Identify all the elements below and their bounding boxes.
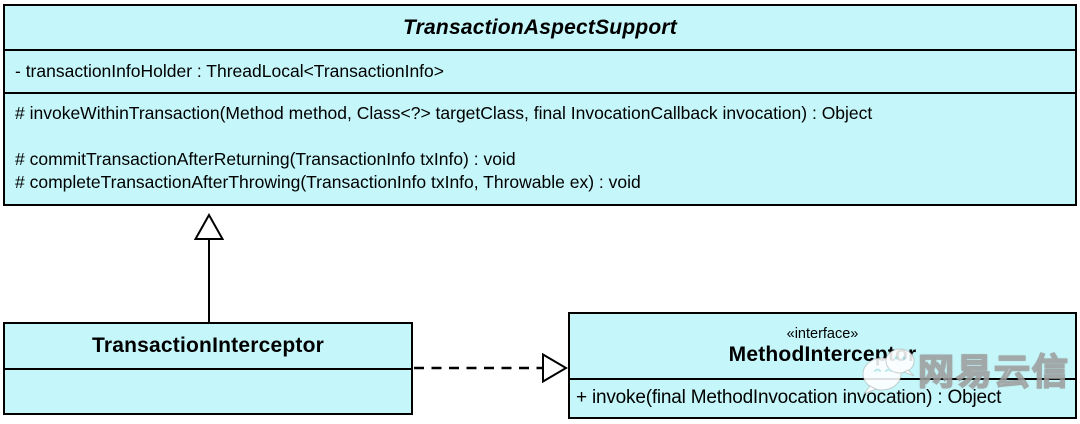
- method-line: # completeTransactionAfterThrowing(Trans…: [15, 172, 641, 192]
- generalization-arrow: [193, 212, 225, 322]
- field-line: - transactionInfoHolder : ThreadLocal<Tr…: [15, 61, 444, 81]
- hollow-triangle-up-icon: [193, 212, 225, 240]
- class-name: TransactionAspectSupport: [403, 15, 677, 39]
- class-box-method-interceptor: «interface» MethodInterceptor + invoke(f…: [568, 312, 1077, 419]
- class-title-compartment: TransactionInterceptor: [5, 324, 411, 368]
- class-title-compartment: «interface» MethodInterceptor: [570, 314, 1075, 378]
- methods-compartment: # invokeWithinTransaction(Method method,…: [5, 92, 1075, 204]
- hollow-triangle-right-icon: [542, 352, 568, 384]
- class-box-transaction-interceptor: TransactionInterceptor: [3, 322, 413, 415]
- fields-compartment: - transactionInfoHolder : ThreadLocal<Tr…: [5, 49, 1075, 92]
- method-line: # commitTransactionAfterReturning(Transa…: [15, 149, 516, 169]
- realization-arrow: [414, 352, 568, 384]
- methods-compartment: + invoke(final MethodInvocation invocati…: [570, 378, 1075, 417]
- class-title-compartment: TransactionAspectSupport: [5, 6, 1075, 49]
- class-name: MethodInterceptor: [728, 343, 917, 366]
- class-box-transaction-aspect-support: TransactionAspectSupport - transactionIn…: [3, 4, 1077, 206]
- stereotype-label: «interface»: [786, 326, 859, 342]
- empty-compartment: [5, 368, 411, 413]
- method-line: + invoke(final MethodInvocation invocati…: [576, 387, 1002, 408]
- class-name: TransactionInterceptor: [92, 334, 324, 357]
- method-line: # invokeWithinTransaction(Method method,…: [15, 103, 873, 123]
- method-line-spacer: [15, 125, 1065, 148]
